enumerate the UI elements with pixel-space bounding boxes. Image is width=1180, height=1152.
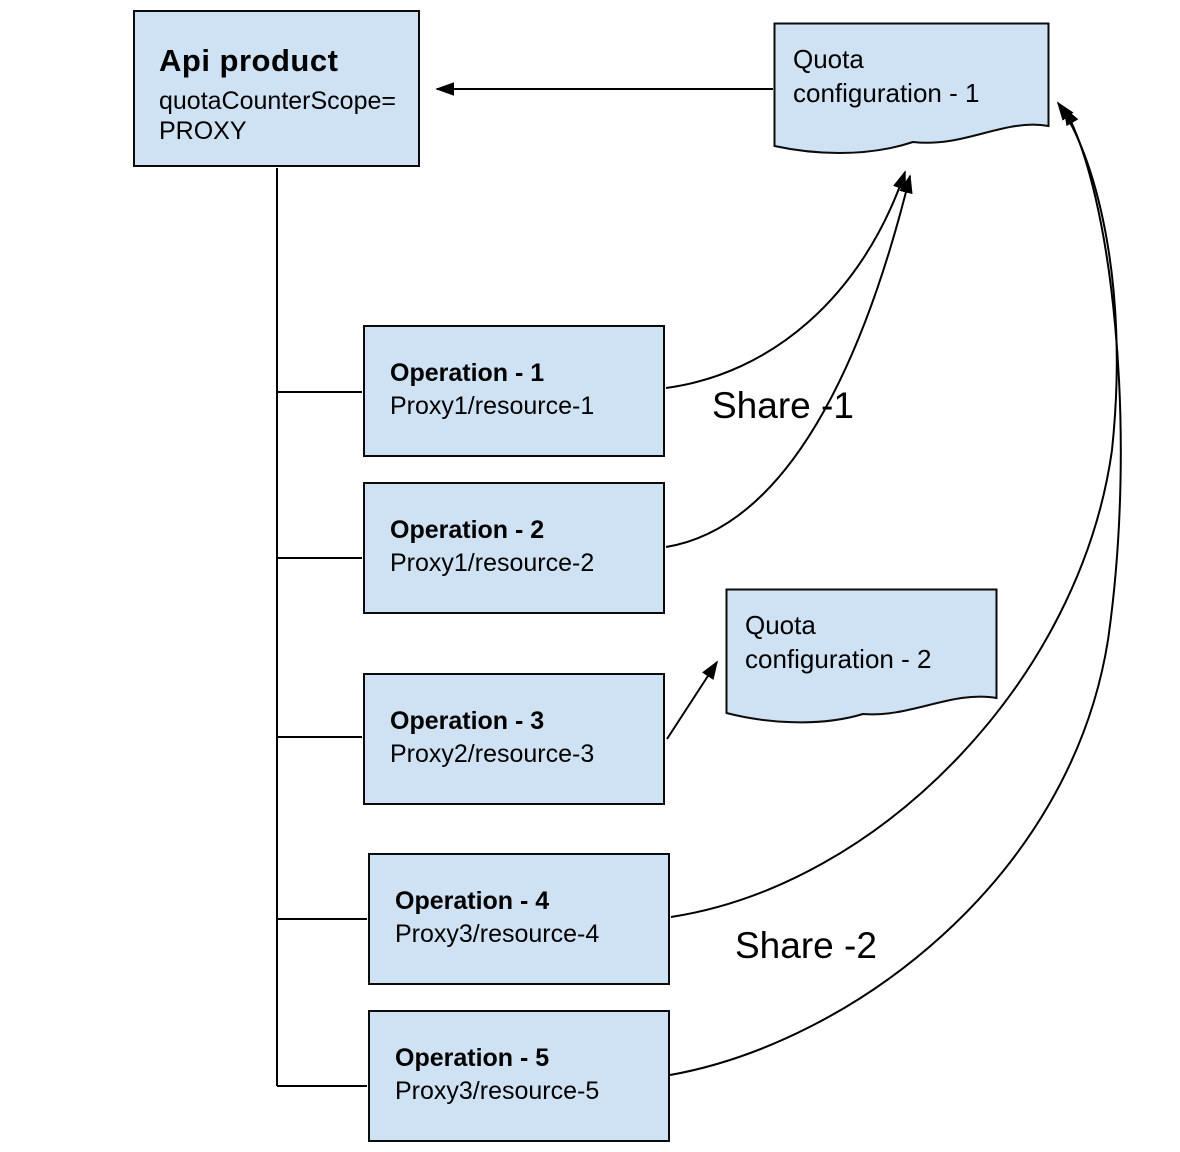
quota-configuration-1-line1: Quota <box>793 44 864 74</box>
operation-1-title: Operation - 1 <box>390 359 545 387</box>
quota-configuration-2-shape: Quota configuration - 2 <box>725 588 1000 730</box>
connector-operation-2-to-quota1 <box>665 174 913 548</box>
operation-2-resource: Proxy1/resource-2 <box>390 549 595 577</box>
operation-2-box: Operation - 2 Proxy1/resource-2 <box>363 482 665 614</box>
operation-1-box: Operation - 1 Proxy1/resource-1 <box>363 325 665 457</box>
quota-configuration-2-line1: Quota <box>745 610 816 640</box>
share-1-label: Share -1 <box>712 385 854 426</box>
quota-configuration-2-line2: configuration - 2 <box>745 644 932 674</box>
api-product-title: Api product <box>159 43 339 78</box>
operation-4-title: Operation - 4 <box>395 887 550 915</box>
operation-5-title: Operation - 5 <box>395 1044 550 1072</box>
operation-4-resource: Proxy3/resource-4 <box>395 920 600 948</box>
api-product-box: Api product quotaCounterScope= PROXY <box>133 10 420 167</box>
quota-configuration-2-label: Quota configuration - 2 <box>745 608 931 676</box>
operation-3-resource: Proxy2/resource-3 <box>390 740 595 768</box>
operation-3-box: Operation - 3 Proxy2/resource-3 <box>363 673 665 805</box>
operation-5-resource: Proxy3/resource-5 <box>395 1077 600 1105</box>
operation-1-resource: Proxy1/resource-1 <box>390 392 595 420</box>
connector-operation-4-to-quota1 <box>670 101 1118 918</box>
operation-5-box: Operation - 5 Proxy3/resource-5 <box>368 1010 670 1142</box>
quota-configuration-1-shape: Quota configuration - 1 <box>773 22 1050 180</box>
quota-configuration-1-line2: configuration - 1 <box>793 78 980 108</box>
document-shape-icon <box>725 588 998 724</box>
quota-configuration-1-label: Quota configuration - 1 <box>793 42 979 110</box>
connector-operation-1-to-quota1 <box>665 170 906 389</box>
api-product-scope-line2: PROXY <box>159 117 247 145</box>
operation-3-title: Operation - 3 <box>390 707 545 735</box>
api-product-scope-line1: quotaCounterScope= <box>159 87 396 115</box>
operation-4-box: Operation - 4 Proxy3/resource-4 <box>368 853 670 985</box>
share-2-label: Share -2 <box>735 925 877 966</box>
connector-operation-3-to-quota2 <box>666 660 718 740</box>
document-shape-icon <box>773 22 1050 154</box>
operation-2-title: Operation - 2 <box>390 516 545 544</box>
